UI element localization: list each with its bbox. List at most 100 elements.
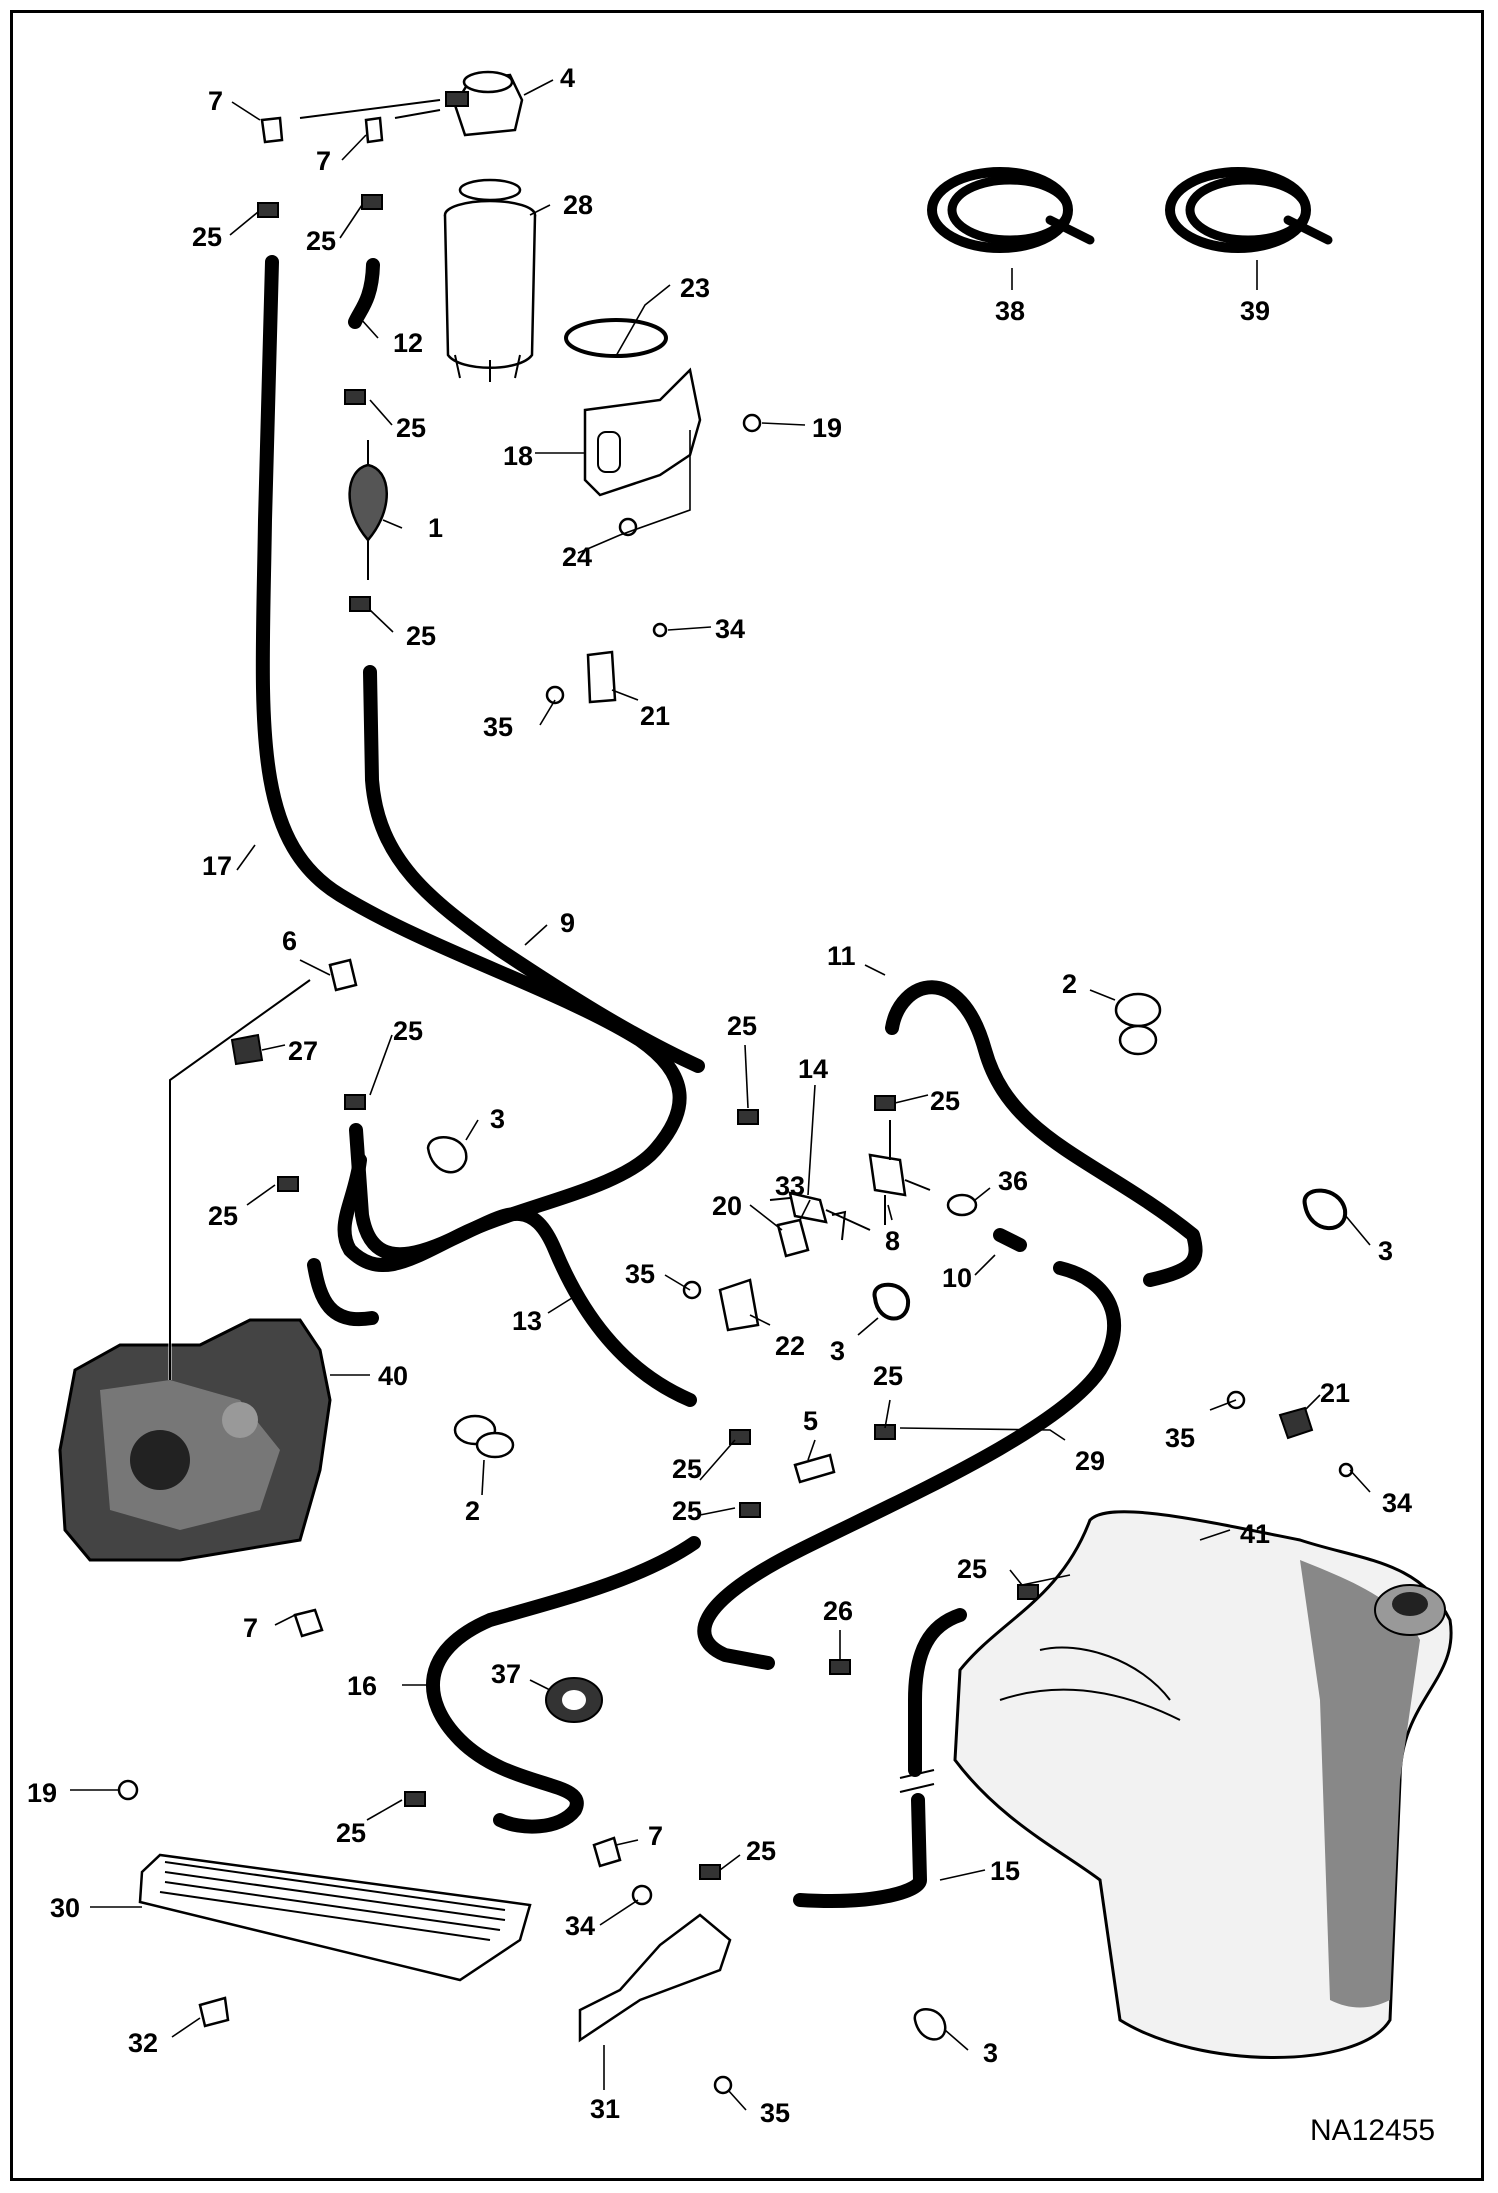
callout-2: 2: [465, 1496, 480, 1526]
callout-34: 34: [565, 1911, 595, 1941]
filter-clamp-band: [564, 318, 668, 358]
hose-15: [908, 1608, 967, 1777]
callout-12: 12: [393, 328, 423, 358]
callout-7: 7: [243, 1613, 258, 1643]
hose-13: [349, 1123, 697, 1407]
callout-25: 25: [393, 1016, 423, 1046]
callout-29: 29: [1075, 1446, 1105, 1476]
callout-4: 4: [560, 63, 575, 93]
screw-33: [831, 1210, 847, 1241]
callout-35: 35: [625, 1259, 655, 1289]
callout-1: 1: [428, 513, 443, 543]
callout-3: 3: [983, 2038, 998, 2068]
callout-25: 25: [406, 621, 436, 651]
cooler-bracket: [578, 1913, 732, 2043]
callout-24: 24: [562, 542, 592, 572]
callout-14: 14: [798, 1054, 828, 1084]
callout-11: 11: [827, 941, 856, 971]
tee-fitting-8: [868, 1120, 931, 1225]
fuel-filter: [443, 178, 537, 382]
callout-34: 34: [1382, 1488, 1412, 1518]
hose-16: [425, 1536, 701, 1834]
callout-25: 25: [930, 1086, 960, 1116]
callout-41: 41: [1240, 1519, 1270, 1549]
grommet-37: [545, 1677, 603, 1723]
fitting-27: [230, 1033, 264, 1066]
callout-16: 16: [347, 1671, 377, 1701]
callout-23: 23: [680, 273, 710, 303]
callout-3: 3: [1378, 1236, 1393, 1266]
callout-20: 20: [712, 1191, 742, 1221]
primer-bulb: [348, 440, 388, 580]
callout-35: 35: [483, 712, 513, 742]
callout-25: 25: [957, 1554, 987, 1584]
callout-37: 37: [491, 1659, 521, 1689]
callout-25: 25: [336, 1818, 366, 1848]
callout-25: 25: [208, 1201, 238, 1231]
callout-25: 25: [727, 1011, 757, 1041]
callout-28: 28: [563, 190, 593, 220]
callout-labels: 7 4 7 25 25 28 12 23 25 19 18 1 24 25 34…: [27, 63, 1412, 2128]
callout-9: 9: [560, 908, 575, 938]
callout-25: 25: [396, 413, 426, 443]
fuel-cooler: [138, 1853, 532, 1982]
hose-10: [993, 1228, 1027, 1252]
callout-25: 25: [672, 1496, 702, 1526]
clamps-3: [426, 1136, 1348, 2041]
hose-15b: [793, 1793, 927, 1908]
callout-36: 36: [998, 1166, 1028, 1196]
elbow-fittings: [260, 116, 622, 1868]
callout-7: 7: [648, 1821, 663, 1851]
callout-39: 39: [1240, 296, 1270, 326]
callout-25: 25: [873, 1361, 903, 1391]
callout-19: 19: [812, 413, 842, 443]
callout-35: 35: [760, 2098, 790, 2128]
leader-lines: [70, 79, 1371, 2111]
callout-7: 7: [316, 146, 331, 176]
hose-17: [255, 255, 687, 1272]
hose-11: [885, 980, 1203, 1287]
callout-2: 2: [1062, 969, 1077, 999]
callout-31: 31: [590, 2094, 620, 2124]
callout-27: 27: [288, 1036, 318, 1066]
callout-26: 26: [823, 1596, 853, 1626]
hose-27-line: [307, 1258, 379, 1327]
clamps-2: [453, 992, 1162, 1459]
callout-25: 25: [306, 226, 336, 256]
callout-10: 10: [942, 1263, 972, 1293]
callout-21: 21: [640, 701, 670, 731]
callout-19: 19: [27, 1778, 57, 1808]
callout-25: 25: [746, 1836, 776, 1866]
callout-40: 40: [378, 1361, 408, 1391]
figure-code: NA12455: [1310, 2114, 1435, 2147]
callout-7: 7: [208, 86, 223, 116]
clip-21: [1278, 1406, 1314, 1440]
clamp-36: [946, 1193, 978, 1217]
fuel-tank: [953, 1510, 1453, 2059]
callout-35: 35: [1165, 1423, 1195, 1453]
callout-25: 25: [192, 222, 222, 252]
hose-clamps: [257, 194, 1039, 1880]
callout-38: 38: [995, 296, 1025, 326]
hose-29: [697, 1261, 1122, 1670]
callout-21: 21: [1320, 1378, 1350, 1408]
callout-8: 8: [885, 1226, 900, 1256]
fasteners: [117, 413, 1354, 2095]
callout-25: 25: [672, 1454, 702, 1484]
callout-15: 15: [990, 1856, 1020, 1886]
callout-3: 3: [830, 1336, 845, 1366]
hose-coil-38: [927, 167, 1095, 253]
hose-coil-39: [1165, 167, 1333, 253]
fuel-filter-head: [299, 70, 524, 137]
callout-13: 13: [512, 1306, 542, 1336]
callout-3: 3: [490, 1104, 505, 1134]
callout-34: 34: [715, 614, 745, 644]
hose-9: [363, 665, 705, 1073]
callout-32: 32: [128, 2028, 158, 2058]
clip-22: [718, 1278, 760, 1332]
hose-12: [348, 258, 380, 329]
fitting-14: [769, 1191, 871, 1231]
engine-block: [58, 978, 332, 1562]
callout-5: 5: [803, 1406, 818, 1436]
